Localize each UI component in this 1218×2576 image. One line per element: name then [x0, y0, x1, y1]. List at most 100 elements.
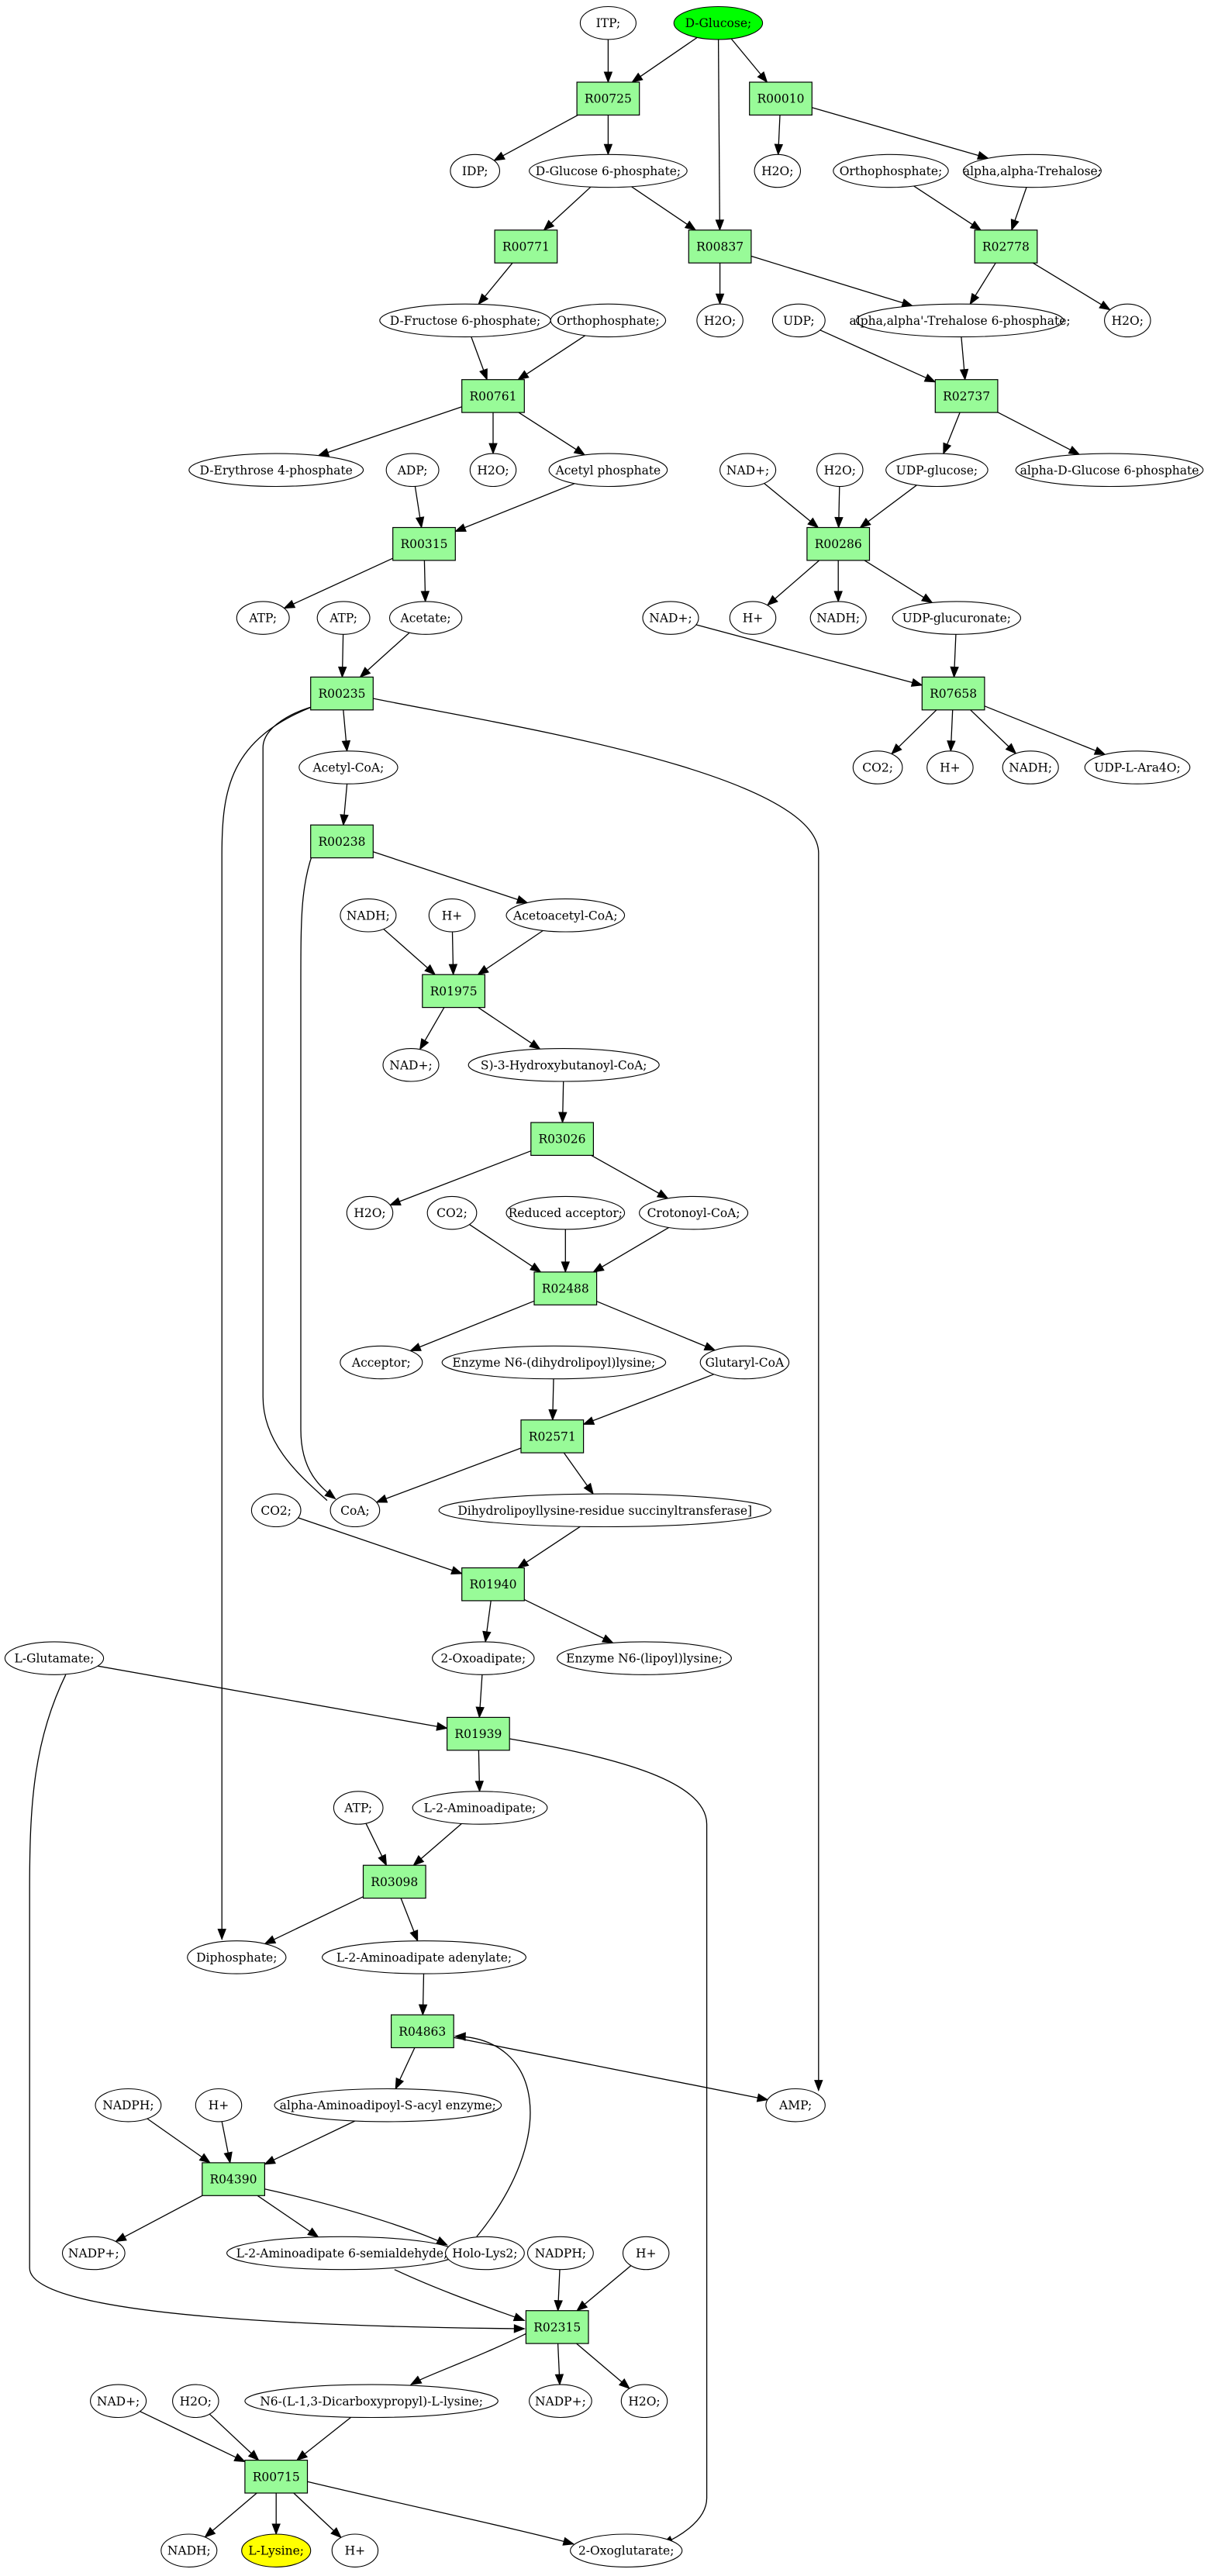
edge-R00715-to-oxoglutarate — [307, 2481, 574, 2545]
compound-ellipse — [926, 750, 974, 785]
compound-label: H2O; — [628, 2395, 660, 2409]
reaction-R02778: R02778 — [974, 229, 1038, 264]
compound-co2_r7658: CO2; — [852, 750, 903, 785]
compound-ellipse — [579, 5, 637, 40]
compound-label: H2O; — [180, 2395, 212, 2409]
compound-ellipse — [61, 2236, 126, 2271]
edge-h2o_r715-to-R00715-arrowhead — [247, 2450, 260, 2461]
compound-h2o_r10: H2O; — [754, 153, 802, 188]
compound-ellipse — [244, 2384, 499, 2419]
compound-nadp_r2315: NADP+; — [529, 2384, 592, 2419]
compound-glutaryl: Glutaryl-CoA — [699, 1345, 790, 1380]
edge-acetylp-to-R00315 — [463, 483, 575, 529]
edge-R00771-to-f6p-arrowhead — [478, 293, 489, 305]
edge-R00837-to-h2o_r837-arrowhead — [715, 293, 725, 305]
edge-R00238-to-coa-arrowhead — [324, 1488, 336, 1500]
edge-ortho2-to-R00761 — [525, 335, 586, 376]
compound-acetylp: Acetyl phosphate — [548, 453, 668, 488]
compound-ellipse — [4, 1641, 105, 1675]
reaction-label: R00761 — [470, 389, 517, 403]
edge-nadph_r2315-to-R02315 — [557, 2269, 561, 2302]
compound-enzlipoyl: Enzyme N6-(lipoyl)lysine; — [557, 1641, 732, 1675]
edge-hplus_r1975-to-R01975-arrowhead — [448, 964, 458, 976]
edge-dglucose-to-R00010 — [730, 38, 763, 76]
compound-label: NAD+; — [97, 2395, 140, 2409]
reaction-label: R00235 — [319, 687, 366, 701]
compound-ellipse — [1002, 750, 1059, 785]
reaction-R01940: R01940 — [461, 1567, 525, 1602]
compound-label: IDP; — [462, 164, 488, 178]
compound-nadph_r2315: NADPH; — [526, 2236, 594, 2271]
edge-adenylate-to-R04863 — [422, 1974, 425, 2007]
edge-acetoacetyl-to-R01975-arrowhead — [477, 964, 489, 975]
edge-h2o_r715-to-R00715 — [209, 2413, 254, 2455]
compound-nadp_r4390: NADP+; — [61, 2236, 126, 2271]
compound-label: 2-Oxoadipate; — [440, 1652, 526, 1666]
reaction-R00238: R00238 — [310, 824, 374, 859]
compound-nad_r1975: NAD+; — [382, 1048, 440, 1082]
edge-R02737-to-udpglc-arrowhead — [943, 442, 952, 455]
edge-R02778-to-h2o_r2778-arrowhead — [1099, 300, 1111, 311]
compound-ellipse — [316, 601, 371, 635]
edge-acetylcoa-to-R00238-arrowhead — [340, 814, 349, 826]
reaction-label: R02488 — [542, 1282, 589, 1296]
edge-R00235-to-acetylcoa-arrowhead — [341, 740, 351, 753]
reaction-box — [494, 229, 558, 264]
reaction-label: R02315 — [533, 2320, 581, 2334]
reaction-label: R00725 — [585, 92, 632, 106]
edge-R04863-to-amp-arrowhead — [756, 2093, 769, 2102]
edge-co2_r2488-to-R02488 — [469, 1224, 534, 1268]
edge-R00315-to-acetate — [423, 560, 426, 593]
compound-nad_r715: NAD+; — [90, 2384, 147, 2419]
compound-ellipse — [388, 601, 463, 635]
edge-adenylate-to-R04863-arrowhead — [418, 2004, 428, 2016]
compound-ellipse — [241, 2533, 312, 2567]
compound-label: NAD+; — [389, 1058, 432, 1072]
compound-label: L-Glutamate; — [15, 1652, 95, 1666]
compound-trehalose: alpha,alpha-Trehalose; — [962, 153, 1102, 188]
edge-glutamate-to-R01939 — [97, 1665, 439, 1728]
compound-glutamate: L-Glutamate; — [4, 1641, 105, 1675]
compound-ellipse — [529, 153, 688, 188]
compound-label: Glutaryl-CoA — [706, 1356, 785, 1370]
compound-hplus_r286: H+ — [729, 601, 777, 635]
reaction-R02571: R02571 — [520, 1419, 585, 1454]
edge-R02571-to-dihydrolipo-arrowhead — [583, 1482, 594, 1495]
edge-R00771-to-f6p — [483, 262, 513, 298]
compound-label: Acetyl-CoA; — [312, 761, 384, 775]
edge-nadph_r4390-to-R04390-arrowhead — [198, 2153, 212, 2164]
compound-label: Diphosphate; — [196, 1950, 277, 1964]
reaction-box — [310, 824, 374, 859]
edge-R07658-to-hplus_r7658-arrowhead — [947, 740, 956, 753]
compound-ellipse — [90, 2384, 147, 2419]
edge-hplus_r1975-to-R01975 — [451, 931, 454, 967]
edge-t6p-to-R02737 — [961, 336, 965, 371]
edge-R02571-to-coa — [384, 1447, 522, 1500]
compound-label: UDP-L-Ara4O; — [1094, 761, 1180, 775]
edge-atp_r3098-to-R03098-arrowhead — [378, 1854, 388, 1867]
compound-label: L-2-Aminoadipate adenylate; — [336, 1950, 512, 1964]
reaction-box — [244, 2460, 309, 2494]
compound-acetoacetyl: Acetoacetyl-CoA; — [505, 898, 626, 933]
edge-R04863-to-acylenz-arrowhead — [395, 2077, 405, 2090]
reaction-box — [461, 379, 525, 413]
reaction-box — [520, 1419, 585, 1454]
edge-adp-to-R00315 — [414, 486, 421, 519]
compound-ellipse — [441, 1345, 667, 1380]
compound-label: CO2; — [862, 761, 893, 775]
compound-nadh_r7658: NADH; — [1002, 750, 1059, 785]
edge-R04390-to-semialdehyde — [257, 2195, 312, 2233]
compound-ellipse — [340, 1345, 423, 1380]
edge-aminoadipate-to-R03098 — [419, 1823, 462, 1860]
compound-label: Reduced acceptor; — [509, 1206, 623, 1220]
compound-ellipse — [892, 601, 1022, 635]
reaction-label: R01975 — [430, 985, 478, 998]
edge-acetylp-to-R00315-arrowhead — [454, 523, 467, 533]
compound-ellipse — [673, 5, 764, 40]
compound-label: D-Glucose; — [685, 16, 752, 30]
compound-ellipse — [333, 1791, 384, 1825]
reaction-label: R00010 — [757, 92, 805, 106]
edge-h2o_r286-to-R00286-arrowhead — [834, 516, 844, 529]
compound-ellipse — [188, 453, 364, 488]
compound-ellipse — [816, 453, 864, 488]
